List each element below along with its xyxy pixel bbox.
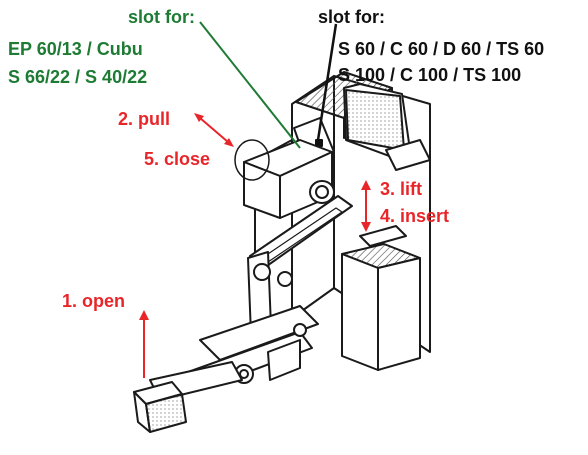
green-leader-line [199, 21, 301, 149]
step-open-number: 1. [62, 291, 78, 311]
step-open-text: open [82, 291, 126, 311]
pull-arrow [199, 117, 229, 143]
step-insert-label: 4. insert [380, 207, 449, 225]
lift-arrow-head [361, 180, 371, 190]
pull-arrow-head-a [194, 113, 204, 122]
step-close-text: close [164, 149, 211, 169]
step-close-number: 5. [144, 149, 160, 169]
upper-step-face [345, 89, 405, 151]
spring-clip [359, 225, 407, 247]
right-arm [385, 139, 431, 171]
black-slot-line2: S 100 / C 100 / TS 100 [338, 65, 522, 85]
close-indicator [234, 139, 270, 181]
lower-link [199, 305, 319, 361]
black-slot-line1: S 60 / C 60 / D 60 / TS 60 [338, 39, 545, 59]
pivot-lower-right [293, 323, 307, 337]
black-slot-mark [315, 139, 323, 147]
pivot-mid [277, 271, 293, 287]
step-lift-number: 3. [380, 179, 396, 199]
green-slot-line2: S 66/22 / S 40/22 [8, 67, 148, 87]
step-insert-number: 4. [380, 206, 396, 226]
step-insert-text: insert [400, 206, 450, 226]
step-close-label: 5. close [144, 150, 210, 168]
black-leader-line [316, 23, 338, 141]
roller-inner [315, 185, 329, 199]
pivot-bottom-inner [239, 369, 249, 379]
black-slot-title: slot for: [318, 7, 385, 27]
step-lift-label: 3. lift [380, 180, 422, 198]
step-pull-text: pull [138, 109, 171, 129]
base-plate [267, 339, 301, 381]
open-arrow-head [139, 310, 149, 320]
green-slot-line1: EP 60/13 / Cubu [8, 39, 143, 59]
brush-front [341, 253, 379, 371]
step-pull-label: 2. pull [118, 110, 170, 128]
insert-arrow-head [361, 222, 371, 232]
step-pull-number: 2. [118, 109, 134, 129]
pivot-upper [253, 263, 271, 281]
step-open-label: 1. open [62, 292, 125, 310]
brush-side [377, 257, 421, 371]
pull-arrow-head-b [224, 138, 234, 147]
step-lift-text: lift [400, 179, 423, 199]
green-slot-title: slot for: [128, 7, 195, 27]
handle-grip-face [145, 393, 187, 433]
